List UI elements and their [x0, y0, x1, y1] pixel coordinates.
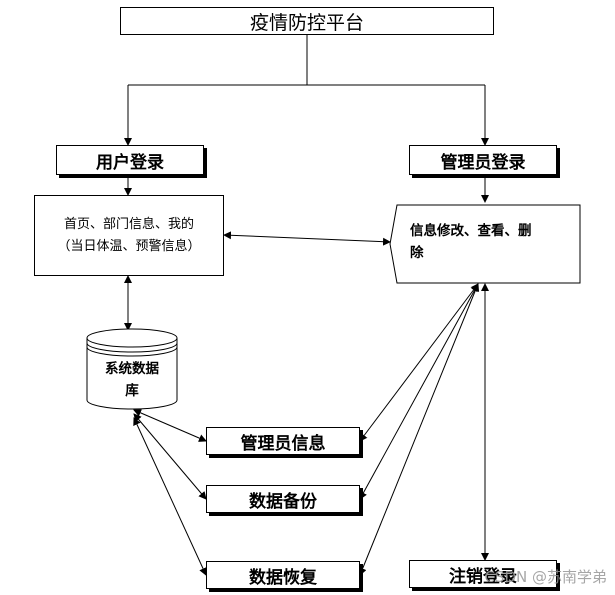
- admin-ops-line2: 除: [410, 245, 424, 261]
- admin-ops-shape: [389, 204, 581, 284]
- edge-ops-restore: [358, 283, 480, 576]
- edge-ops-admin-info: [359, 283, 479, 442]
- data-backup-box: 数据备份: [206, 485, 360, 513]
- database-text: 系统数据 库: [87, 358, 177, 402]
- edge-pages-ops: [223, 231, 391, 246]
- admin-ops-text: 信息修改、查看、删 除: [410, 220, 575, 264]
- watermark: CSDN @苏南学弟: [484, 568, 607, 586]
- user-login-box: 用户登录: [56, 145, 204, 175]
- title-box: 疫情防控平台: [120, 7, 494, 35]
- user-pages-line2: （当日体温、预警信息）: [57, 238, 201, 254]
- logout-label: 注销登录: [449, 566, 517, 587]
- data-restore-label: 数据恢复: [249, 567, 317, 588]
- admin-login-box: 管理员登录: [409, 145, 557, 175]
- admin-login-label: 管理员登录: [440, 152, 526, 173]
- user-pages-box: 首页、部门信息、我的 （当日体温、预警信息）: [34, 195, 224, 276]
- admin-info-box: 管理员信息: [206, 427, 360, 455]
- data-restore-box: 数据恢复: [206, 561, 360, 589]
- edge-database-restore: [133, 417, 207, 576]
- data-backup-label: 数据备份: [249, 491, 317, 512]
- edge-database-backup: [133, 413, 207, 500]
- title-label: 疫情防控平台: [249, 11, 364, 34]
- user-login-label: 用户登录: [96, 152, 164, 173]
- database-cylinder: [86, 328, 178, 410]
- admin-ops-line1: 信息修改、查看、删: [410, 223, 532, 239]
- admin-info-label: 管理员信息: [240, 433, 326, 454]
- database-line1: 系统数据: [105, 361, 159, 377]
- logout-box: 注销登录: [409, 560, 557, 588]
- database-line2: 库: [125, 383, 139, 399]
- edge-ops-backup: [359, 283, 479, 500]
- edge-database-admin-info: [133, 409, 207, 442]
- user-pages-line1: 首页、部门信息、我的: [63, 216, 194, 232]
